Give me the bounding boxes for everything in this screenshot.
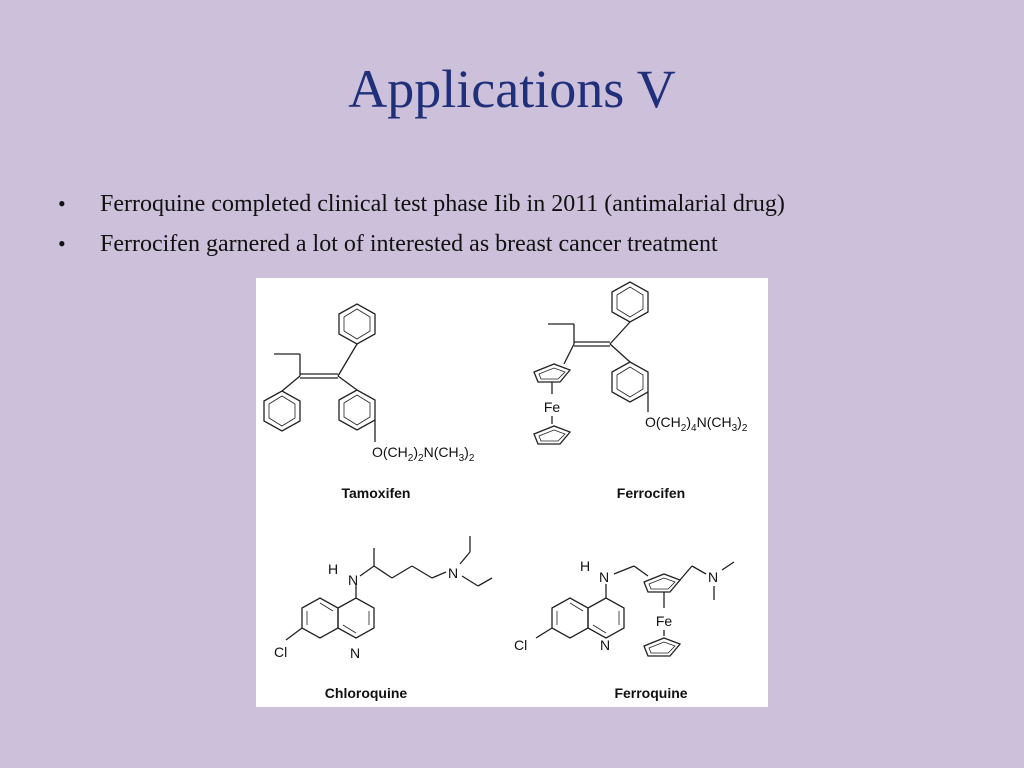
tamoxifen-structure: O(CH2)2N(CH3)2 Tamoxifen	[263, 303, 475, 501]
ferrocifen-caption: Ferrocifen	[617, 485, 685, 501]
bullet-list: • Ferroquine completed clinical test pha…	[58, 186, 998, 266]
bullet-item: • Ferroquine completed clinical test pha…	[58, 186, 998, 226]
chloroquine-ring-n-label: N	[350, 645, 360, 661]
ferroquine-amine-n-label: N	[708, 569, 718, 585]
ferrocifen-structure: Fe O(CH2)4N(CH3)2 Ferrocifen	[533, 281, 748, 501]
ferroquine-h-label: H	[580, 558, 590, 574]
bullet-glyph: •	[58, 231, 66, 256]
chloroquine-structure: Cl N H N N Chloroquine	[274, 536, 493, 701]
ferrocifen-fe-label: Fe	[544, 399, 561, 415]
chloroquine-nh-label: N	[348, 572, 358, 588]
bullet-glyph: •	[58, 191, 66, 216]
chloroquine-h-label: H	[328, 561, 338, 577]
chloroquine-caption: Chloroquine	[325, 685, 408, 701]
chloroquine-amine-n-label: N	[448, 565, 458, 581]
slide-title: Applications V	[348, 59, 676, 119]
chloroquine-cl-label: Cl	[274, 644, 287, 660]
bullet-item: • Ferrocifen garnered a lot of intereste…	[58, 226, 998, 266]
ferroquine-ring-n-label: N	[600, 637, 610, 653]
ferrocifen-side-chain-label: O(CH2)4N(CH3)2	[645, 414, 748, 434]
bullet-text: Ferrocifen garnered a lot of interested …	[100, 231, 718, 257]
chemical-structures-figure: O(CH2)2N(CH3)2 Tamoxifen Fe O(CH2)4N(CH3…	[256, 278, 768, 707]
bullet-text: Ferroquine completed clinical test phase…	[100, 191, 785, 217]
ferroquine-cl-label: Cl	[514, 637, 527, 653]
ferroquine-nh-label: N	[599, 569, 609, 585]
ferroquine-structure: Cl N H N N Fe Ferroquine	[514, 558, 735, 701]
ferroquine-caption: Ferroquine	[614, 685, 687, 701]
ferroquine-fe-label: Fe	[656, 613, 673, 629]
tamoxifen-caption: Tamoxifen	[342, 485, 411, 501]
tamoxifen-side-chain-label: O(CH2)2N(CH3)2	[372, 444, 475, 464]
